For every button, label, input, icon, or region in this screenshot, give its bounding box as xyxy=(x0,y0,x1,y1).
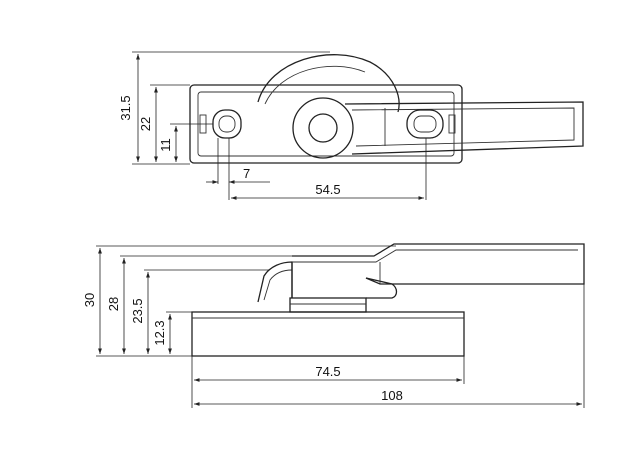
top-left-slot-inner xyxy=(218,115,236,133)
top-right-slot xyxy=(406,109,444,139)
top-lever-arm xyxy=(344,101,584,155)
side-view: 30 28 23.5 12.3 74.5 108 xyxy=(82,243,585,408)
top-base-inner xyxy=(197,91,455,157)
side-cam-left-inner xyxy=(263,269,293,301)
dim-label-23-5: 23.5 xyxy=(130,298,145,323)
top-left-slot xyxy=(212,109,242,139)
side-cam-left xyxy=(257,261,293,303)
dim-label-22: 22 xyxy=(138,117,153,131)
dim-label-31-5: 31.5 xyxy=(118,95,133,120)
dim-label-54-5: 54.5 xyxy=(315,182,340,197)
top-cam-center-hole xyxy=(308,113,338,143)
dim-label-12-3: 12.3 xyxy=(152,320,167,345)
side-cam-right xyxy=(365,277,398,299)
top-right-slot-inner xyxy=(413,115,437,133)
dim-label-108: 108 xyxy=(381,388,403,403)
top-lever-inner xyxy=(351,107,575,147)
top-cam-hub xyxy=(292,97,354,159)
top-cam-arc xyxy=(257,54,400,113)
dim-label-7: 7 xyxy=(243,166,250,181)
dim-label-28: 28 xyxy=(106,297,121,311)
side-handle-inner xyxy=(292,249,578,263)
dim-label-30: 30 xyxy=(82,293,97,307)
dim-label-74-5: 74.5 xyxy=(315,364,340,379)
top-right-mark xyxy=(448,114,456,134)
side-spacer-block xyxy=(289,297,367,313)
top-cam-inner-arc xyxy=(264,65,366,105)
dim-label-11: 11 xyxy=(158,138,173,152)
top-view: 31.5 22 11 7 54.5 xyxy=(118,51,584,200)
side-base-body xyxy=(191,311,465,357)
